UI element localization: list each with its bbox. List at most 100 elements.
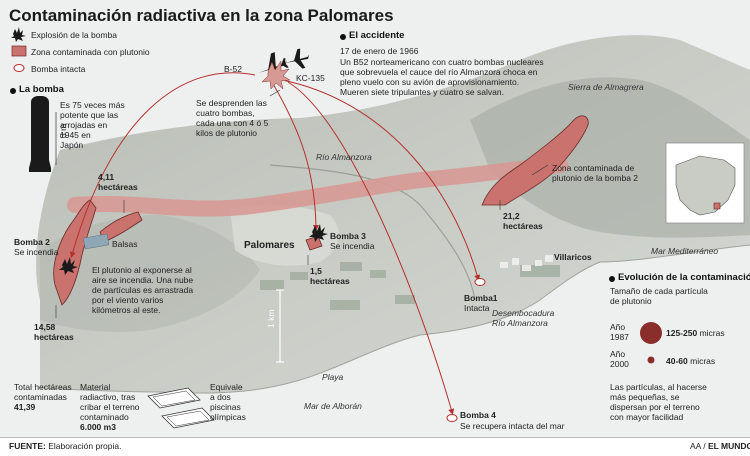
olympic-pool-icon	[161, 407, 215, 429]
legend-explosion-label: Explosión de la bomba	[31, 30, 118, 40]
pools-line: olímpicas	[210, 412, 246, 422]
material-line: Material	[80, 382, 111, 392]
totals-label: Total hectáreas	[14, 382, 72, 392]
intact-bomb-swatch	[13, 64, 25, 72]
plutonium-note-line: de partículas es arrastrada	[92, 285, 194, 295]
credit-a: AA /	[690, 441, 708, 451]
label-desembocadura: Río Almanzora	[492, 318, 548, 328]
zone-bomb2-212	[481, 115, 589, 206]
source-label: FUENTE:	[9, 441, 46, 451]
coastline	[39, 244, 750, 394]
accident-line: que sobrevuela el cauce del río Almanzor…	[340, 67, 538, 77]
area-15-unit: hectáreas	[310, 276, 350, 286]
plutonium-trail	[67, 157, 568, 217]
release-line: Se desprenden las	[196, 98, 267, 108]
label-mar-mediterraneo: Mar Mediterráneo	[651, 246, 719, 256]
credit-b: EL MUNDO	[707, 441, 750, 451]
bomb3-status: Se incendia	[330, 241, 375, 251]
material-line: cribar el terreno	[80, 402, 140, 412]
zone-bomb3-15	[305, 235, 323, 251]
bomb-desc-line: Es 75 veces más	[60, 100, 125, 110]
evolution-sub: de plutonio	[610, 296, 652, 306]
bomb4-name: Bomba 4	[460, 410, 496, 420]
spain-inset-map	[665, 142, 745, 224]
explosion-icon	[309, 224, 328, 242]
balsas	[83, 233, 110, 250]
evolution-heading: Evolución de la contaminación	[618, 272, 750, 283]
label-mar-alboran: Mar de Alborán	[304, 401, 362, 411]
relief	[230, 204, 339, 266]
contaminated-zone-swatch	[11, 45, 27, 57]
bomb1-status: Intacta	[464, 303, 490, 313]
accident-line: pleno vuelo con su avión de aprovisionam…	[340, 77, 520, 87]
b52-label: B-52	[224, 64, 242, 74]
bomb-desc-line: Japón	[60, 140, 84, 150]
size-2000: 40-60	[666, 356, 688, 366]
bomb4-status: Se recupera intacta del mar	[460, 421, 565, 431]
b52-plane-icon	[258, 52, 289, 80]
release-line: kilos de plutonio	[196, 128, 257, 138]
accident-line: Un B52 norteamericano con cuatro bombas …	[340, 57, 544, 67]
accident-date: 17 de enero de 1966	[340, 46, 419, 56]
bomb-desc-line: 1945 en	[60, 130, 91, 140]
intact-bomb-marker	[446, 414, 458, 422]
plutonium-note-line: por el viento varios	[92, 295, 164, 305]
zone2-line: Zona contaminada de	[552, 163, 635, 173]
bomb-desc-line: potente que las	[60, 110, 119, 120]
year-label: Año	[610, 349, 626, 359]
area-212-unit: hectáreas	[503, 221, 543, 231]
pools-line: piscinas	[210, 402, 241, 412]
olympic-pool-icon	[147, 387, 201, 409]
plutonium-note-line: kilómetros al este.	[92, 305, 161, 315]
scale-label: 1 km	[266, 309, 276, 328]
leader-lines	[55, 89, 549, 318]
area-212-value: 21,2	[503, 211, 520, 221]
label-desembocadura: Desembocadura	[492, 308, 555, 318]
zone-balsas-411	[99, 211, 143, 243]
plutonium-note-line: El plutonio al exponerse al	[92, 265, 192, 275]
plutonium-note-line: aire se incendia. Una nube	[92, 275, 194, 285]
scale-bar	[276, 289, 284, 363]
unit-micras: micras	[699, 328, 725, 338]
page-title: Contaminación radiactiva en la zona Palo…	[9, 6, 394, 25]
kc135-plane-icon	[284, 48, 310, 69]
bomb-trajectories	[69, 72, 481, 415]
evolution-note-line: más pequeñas, se	[610, 392, 680, 402]
label-palomares: Palomares	[244, 240, 295, 251]
bomb-desc-line: arrojadas en	[60, 120, 108, 130]
explosion-icon	[59, 257, 78, 275]
pools-line: a dos	[210, 392, 231, 402]
year-2000: 2000	[610, 359, 629, 369]
bomb1-name: Bomba1	[464, 293, 498, 303]
year-label: Año	[610, 322, 626, 332]
totals-label: contaminadas	[14, 392, 67, 402]
size-1987: 125-250	[666, 328, 698, 338]
legend-contaminated-label: Zona contaminada con plutonio	[31, 47, 150, 57]
area-411-unit: hectáreas	[98, 182, 138, 192]
bomb-silhouette-icon	[29, 96, 57, 172]
collision-icon	[261, 60, 291, 90]
label-villaricos: Villaricos	[554, 252, 592, 262]
evolution-note-line: dispersan por el terreno	[610, 402, 700, 412]
zone2-line: plutonio de la bomba 2	[552, 173, 639, 183]
area-1458-value: 14,58	[34, 322, 56, 332]
bomb2-status: Se incendia	[14, 247, 59, 257]
release-line: cada una con 4 ó 5	[196, 118, 269, 128]
label-playa: Playa	[322, 372, 344, 382]
pools-line: Equivale	[210, 382, 243, 392]
section-bullet	[609, 276, 615, 282]
bomb3-name: Bomba 3	[330, 231, 366, 241]
river-almanzora	[269, 164, 476, 301]
label-rio-almanzora: Río Almanzora	[316, 152, 372, 162]
particle-1987-icon	[640, 322, 662, 344]
bomb2-name: Bomba 2	[14, 237, 50, 247]
kc135-label: KC-135	[296, 73, 325, 83]
accident-line: Mueren siete tripulantes y cuatro se sal…	[340, 87, 504, 97]
area-1458-unit: hectáreas	[34, 332, 74, 342]
section-bullet	[10, 88, 16, 94]
material-line: radiactivo, tras	[80, 392, 136, 402]
source-text: Elaboración propia.	[48, 441, 122, 451]
unit-micras: micras	[690, 356, 716, 366]
material-value: 6.000 m3	[80, 422, 116, 432]
area-411-value: 4,11	[98, 172, 115, 182]
